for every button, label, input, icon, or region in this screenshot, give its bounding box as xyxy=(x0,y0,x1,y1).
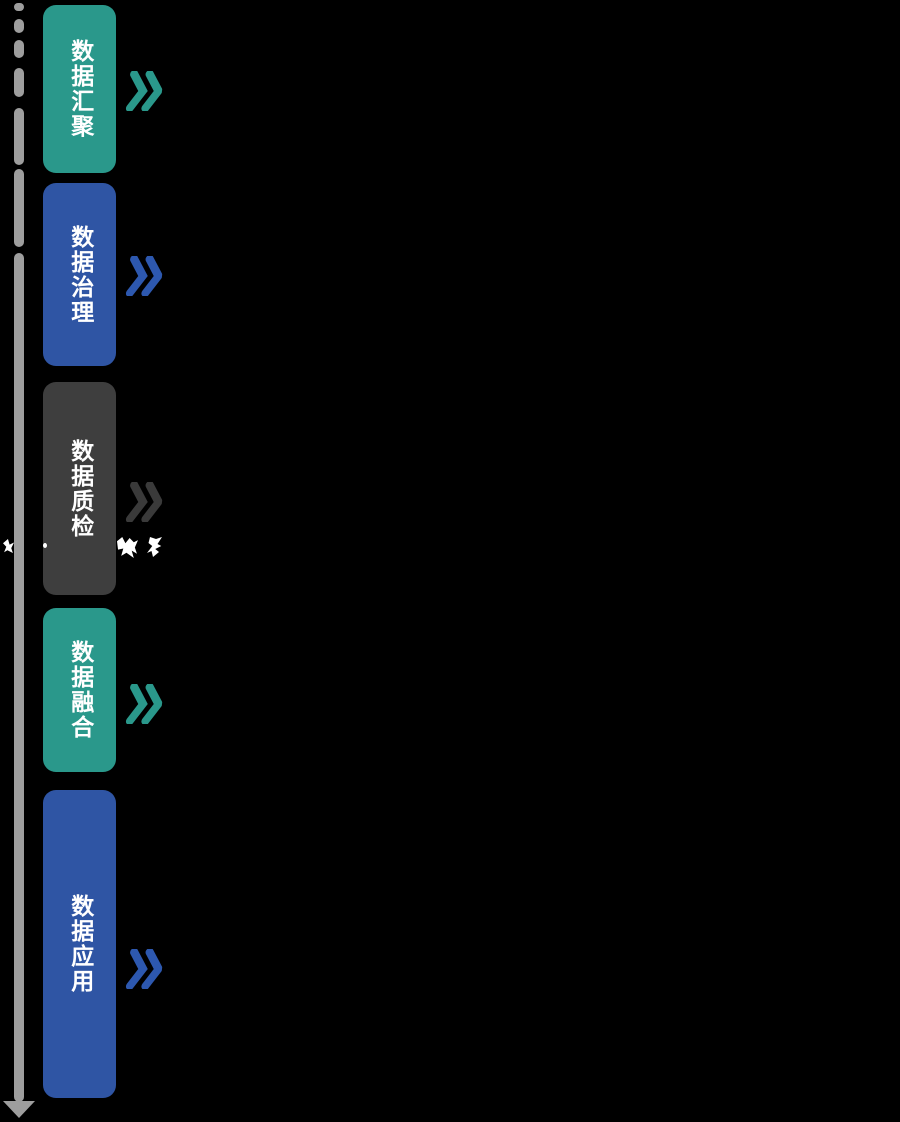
double-chevron-right-icon xyxy=(125,949,164,989)
flow-arrow-dash xyxy=(14,169,24,247)
stage-label: 数据汇聚 xyxy=(66,39,93,139)
stage-label: 数据融合 xyxy=(66,640,93,740)
double-chevron-right-icon xyxy=(125,684,164,724)
artifact-mark xyxy=(117,537,138,558)
double-chevron-right-icon xyxy=(125,256,164,296)
chevron-stroke xyxy=(141,684,164,724)
chevron-stroke xyxy=(141,256,164,296)
chevron-stroke xyxy=(125,684,148,724)
stage-label: 数据治理 xyxy=(66,224,93,325)
artifact-mark xyxy=(147,537,162,557)
chevron-stroke xyxy=(141,71,164,111)
chevron-stroke xyxy=(125,949,148,989)
artifact-mark xyxy=(43,543,47,548)
flow-arrow-dash xyxy=(14,108,24,165)
stage-label: 数据质检 xyxy=(66,438,93,539)
arrow-down-icon xyxy=(3,1101,35,1118)
stage-box-data-quality-check: 数据质检 xyxy=(43,382,116,595)
flow-arrow-dash xyxy=(14,19,24,33)
stage-box-data-fusion: 数据融合 xyxy=(43,608,116,772)
double-chevron-right-icon xyxy=(125,482,164,522)
artifact-mark xyxy=(3,539,14,553)
double-chevron-right-icon xyxy=(125,71,164,111)
flow-arrow-dash xyxy=(14,68,24,97)
chevron-stroke xyxy=(125,482,148,522)
stage-box-data-application: 数据应用 xyxy=(43,790,116,1098)
stage-box-data-aggregation: 数据汇聚 xyxy=(43,5,116,173)
chevron-stroke xyxy=(141,482,164,522)
flow-arrow-dash xyxy=(14,40,24,58)
stage-label: 数据应用 xyxy=(66,894,93,994)
chevron-stroke xyxy=(125,256,148,296)
chevron-stroke xyxy=(141,949,164,989)
flow-arrow-dash xyxy=(14,3,24,11)
chevron-stroke xyxy=(125,71,148,111)
flow-arrow-line xyxy=(14,253,24,1102)
stage-box-data-governance: 数据治理 xyxy=(43,183,116,366)
